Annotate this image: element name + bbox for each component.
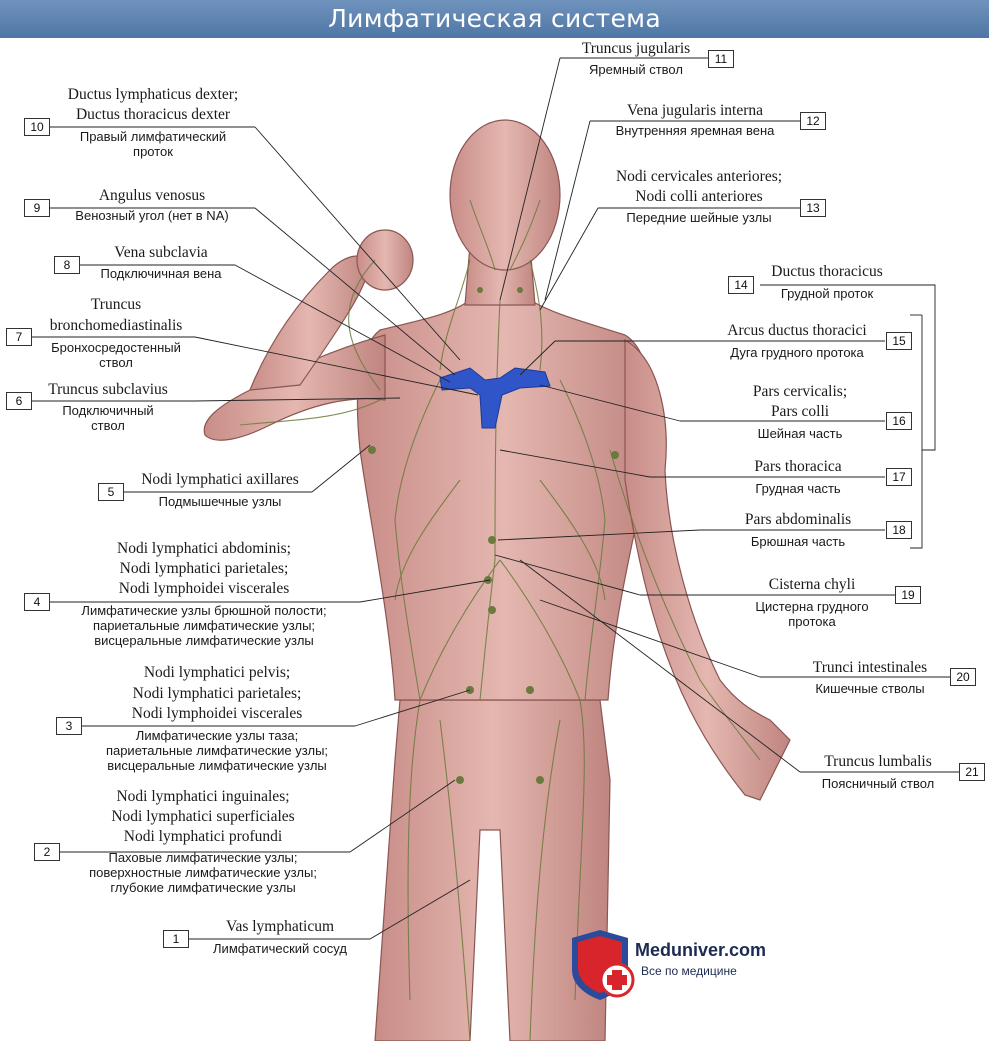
label-10-russian-1: проток xyxy=(133,144,173,159)
label-7-latin-1: bronchomediastinalis xyxy=(49,317,183,334)
label-5-latin-0: Nodi lymphatici axillares xyxy=(141,471,299,488)
label-11-latin-0: Truncus jugularis xyxy=(581,40,691,57)
lymphatic-vessels xyxy=(239,199,761,1041)
label-13-latin-0: Nodi cervicales anteriores; xyxy=(615,168,783,185)
label-7-russian-0: Бронхосредостенный xyxy=(51,340,181,355)
number-box-9: 9 xyxy=(24,199,50,217)
label-21-russian-0: Поясничный ствол xyxy=(821,776,935,791)
label-16-russian-0: Шейная часть xyxy=(757,426,843,441)
label-12-russian-0: Внутренняя яремная вена xyxy=(615,123,775,138)
header-bar: Лимфатическая система xyxy=(0,0,989,38)
number-box-20: 20 xyxy=(950,668,976,686)
number-box-15: 15 xyxy=(886,332,912,350)
label-4-latin-2: Nodi lymphoidei viscerales xyxy=(118,580,290,597)
label-15-latin-0: Arcus ductus thoracici xyxy=(727,322,867,339)
number-box-14: 14 xyxy=(728,276,754,294)
label-1-russian-0: Лимфатический сосуд xyxy=(213,941,347,956)
label-4-russian-0: Лимфатические узлы брюшной полости; xyxy=(81,603,327,618)
label-19-russian-1: протока xyxy=(788,614,836,629)
number-box-5: 5 xyxy=(98,483,124,501)
number-box-21: 21 xyxy=(959,763,985,781)
label-3-latin-2: Nodi lymphoidei viscerales xyxy=(131,705,303,722)
label-15-russian-0: Дуга грудного протока xyxy=(730,345,864,360)
label-2-russian-2: глубокие лимфатические узлы xyxy=(110,880,296,895)
label-5-russian-0: Подмышечные узлы xyxy=(158,494,282,509)
label-18-russian-0: Брюшная часть xyxy=(750,534,846,549)
label-13-russian-0: Передние шейные узлы xyxy=(626,210,772,225)
label-21-latin-0: Truncus lumbalis xyxy=(824,753,932,770)
label-7-russian-1: ствол xyxy=(99,355,133,370)
label-4-latin-1: Nodi lymphatici parietales; xyxy=(119,560,289,577)
label-10-latin-0: Ductus lymphaticus dexter; xyxy=(67,86,239,103)
meduniver-logo-shield xyxy=(572,930,635,1000)
label-7-latin-0: Truncus xyxy=(90,296,142,313)
label-9-russian-0: Венозный угол (нет в NA) xyxy=(75,208,229,223)
number-box-10: 10 xyxy=(24,118,50,136)
label-12-latin-0: Vena jugularis interna xyxy=(626,102,764,119)
number-box-6: 6 xyxy=(6,392,32,410)
label-2-latin-1: Nodi lymphatici superficiales xyxy=(111,808,295,825)
label-3-latin-1: Nodi lymphatici parietales; xyxy=(132,685,302,702)
page-title: Лимфатическая система xyxy=(328,4,661,33)
label-10-latin-1: Ductus thoracicus dexter xyxy=(75,106,231,123)
label-14-russian-0: Грудной проток xyxy=(780,286,874,301)
label-2-russian-0: Паховые лимфатические узлы; xyxy=(108,850,298,865)
label-17-russian-0: Грудная часть xyxy=(755,481,841,496)
number-box-18: 18 xyxy=(886,521,912,539)
label-2-russian-1: поверхностные лимфатические узлы; xyxy=(89,865,317,880)
number-box-19: 19 xyxy=(895,586,921,604)
logo-brand-text: Meduniver.com xyxy=(635,940,767,960)
number-box-16: 16 xyxy=(886,412,912,430)
number-box-11: 11 xyxy=(708,50,734,68)
label-4-russian-2: висцеральные лимфатические узлы xyxy=(94,633,314,648)
number-box-4: 4 xyxy=(24,593,50,611)
label-2-latin-0: Nodi lymphatici inguinales; xyxy=(116,788,290,805)
label-16-latin-0: Pars cervicalis; xyxy=(752,383,848,400)
label-1-latin-0: Vas lymphaticum xyxy=(225,918,335,935)
label-8-russian-0: Подключичная вена xyxy=(100,266,222,281)
human-body-figure xyxy=(203,119,791,1041)
label-3-russian-2: висцеральные лимфатические узлы xyxy=(107,758,327,773)
number-box-7: 7 xyxy=(6,328,32,346)
number-box-13: 13 xyxy=(800,199,826,217)
venous-angle xyxy=(439,367,551,429)
label-3-russian-0: Лимфатические узлы таза; xyxy=(135,728,299,743)
leader-lines xyxy=(32,57,960,940)
label-9-latin-0: Angulus venosus xyxy=(98,187,206,204)
label-6-latin-0: Truncus subclavius xyxy=(48,381,168,398)
number-box-8: 8 xyxy=(54,256,80,274)
number-box-17: 17 xyxy=(886,468,912,486)
label-2-latin-2: Nodi lymphatici profundi xyxy=(123,828,283,845)
label-17-latin-0: Pars thoracica xyxy=(754,458,842,475)
label-19-russian-0: Цистерна грудного xyxy=(755,599,869,614)
number-box-12: 12 xyxy=(800,112,826,130)
label-16-latin-1: Pars colli xyxy=(770,403,830,420)
label-10-russian-0: Правый лимфатический xyxy=(79,129,227,144)
number-box-1: 1 xyxy=(163,930,189,948)
label-8-latin-0: Vena subclavia xyxy=(114,244,208,261)
label-3-russian-1: париетальные лимфатические узлы; xyxy=(105,743,329,758)
meduniver-logo[interactable]: Meduniver.com Все по медицине xyxy=(565,930,785,1000)
lymph-nodes xyxy=(368,287,619,784)
number-box-3: 3 xyxy=(56,717,82,735)
label-11-russian-0: Яремный ствол xyxy=(589,62,683,77)
number-box-2: 2 xyxy=(34,843,60,861)
label-19-latin-0: Cisterna chyli xyxy=(768,576,856,593)
label-13-latin-1: Nodi colli anteriores xyxy=(635,188,763,205)
label-4-russian-1: париетальные лимфатические узлы; xyxy=(92,618,316,633)
label-6-russian-1: ствол xyxy=(91,418,125,433)
label-20-latin-0: Trunci intestinales xyxy=(812,659,928,676)
label-20-russian-0: Кишечные стволы xyxy=(815,681,925,696)
label-18-latin-0: Pars abdominalis xyxy=(744,511,852,528)
label-6-russian-0: Подключичный xyxy=(62,403,154,418)
label-3-latin-0: Nodi lymphatici pelvis; xyxy=(143,664,291,681)
label-14-latin-0: Ductus thoracicus xyxy=(771,263,883,280)
logo-tagline: Все по медицине xyxy=(641,964,737,978)
label-4-latin-0: Nodi lymphatici abdominis; xyxy=(117,540,291,557)
